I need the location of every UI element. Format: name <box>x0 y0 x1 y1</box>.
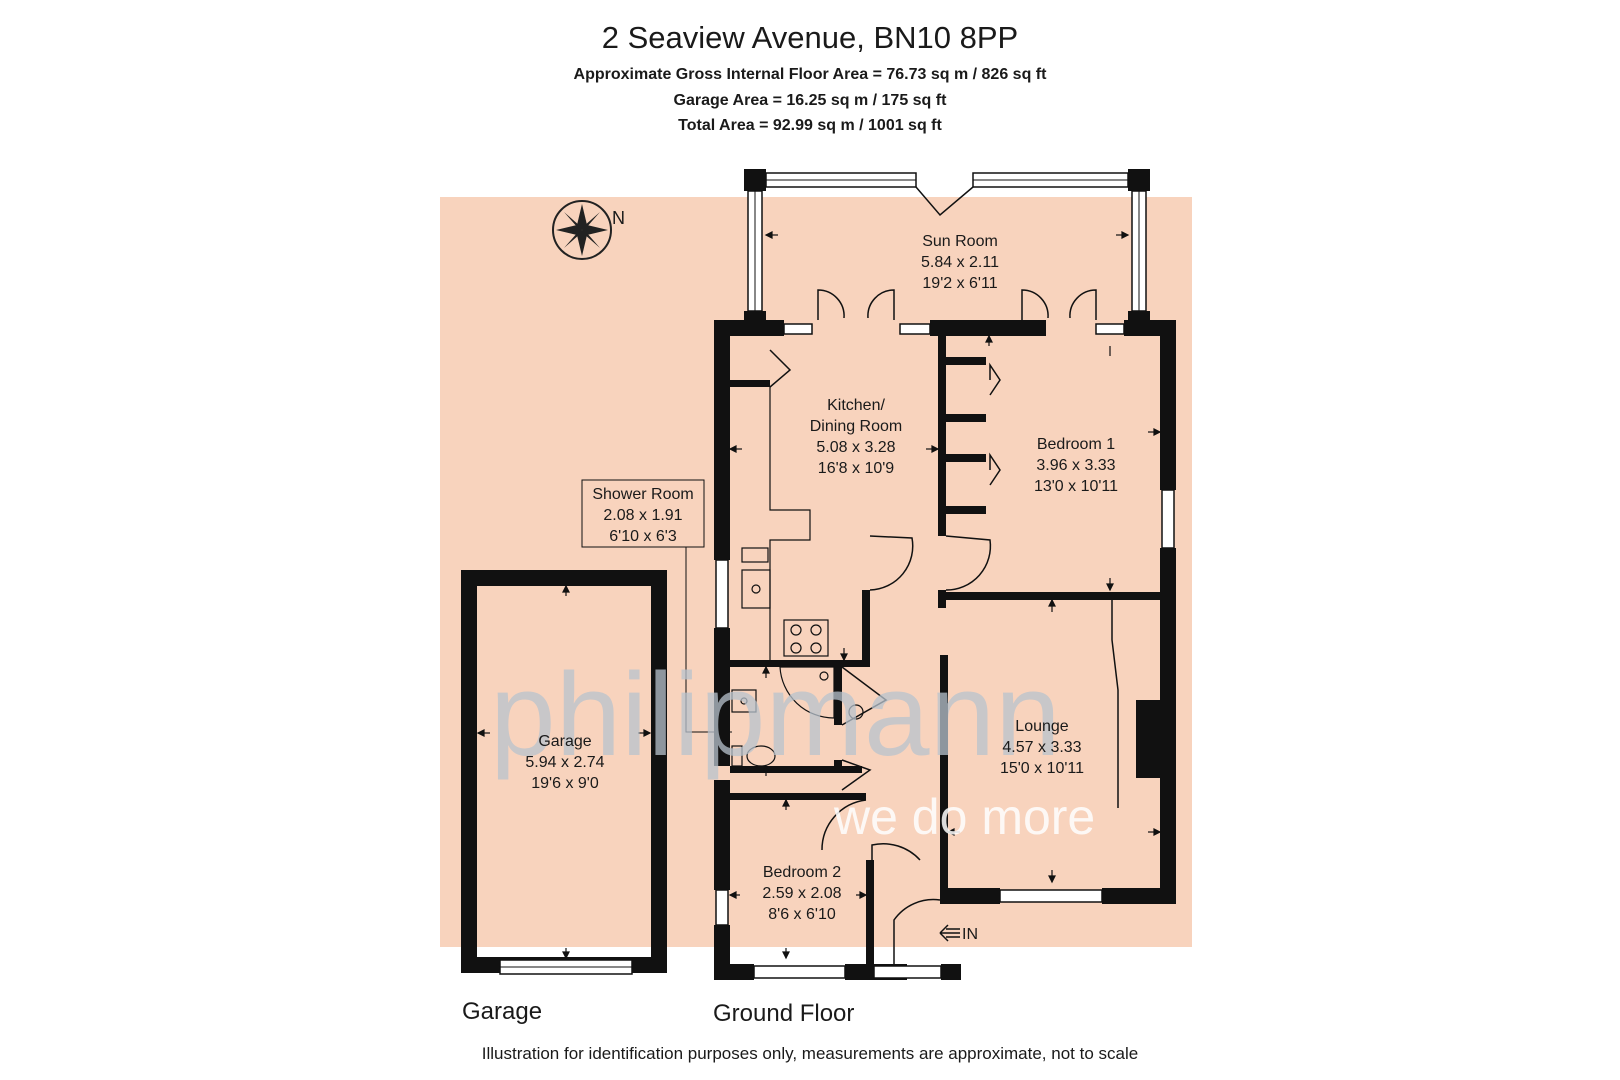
garage-caption: Garage <box>462 998 543 1025</box>
watermark-tagline: we do more <box>833 789 1095 845</box>
kitchen-name-line2: Dining Room <box>810 418 902 435</box>
sun-room-door-swing <box>915 186 974 217</box>
garage-metric: 5.94 x 2.74 <box>525 754 604 771</box>
address-title: 2 Seaview Avenue, BN10 8PP <box>601 20 1019 55</box>
shower-room-metric: 2.08 x 1.91 <box>603 507 682 524</box>
shower-room-imperial: 6'10 x 6'3 <box>609 528 677 545</box>
bedroom2-imperial: 8'6 x 6'10 <box>768 906 836 923</box>
compass-north-label: N <box>612 208 625 228</box>
bedroom1-name: Bedroom 1 <box>1037 436 1115 453</box>
watermark-brand: philipmann <box>490 649 1061 781</box>
garage-imperial: 19'6 x 9'0 <box>531 775 599 792</box>
kitchen-imperial: 16'8 x 10'9 <box>818 460 894 477</box>
entrance-label: IN <box>962 926 978 943</box>
bathroom-fittings <box>731 666 864 767</box>
lounge-imperial: 15'0 x 10'11 <box>1000 760 1084 777</box>
room-label-kitchen: Kitchen/ Dining Room 5.08 x 3.28 16'8 x … <box>810 397 902 477</box>
room-label-sun-room: Sun Room 5.84 x 2.11 19'2 x 6'11 <box>921 233 999 292</box>
kitchen-name-line1: Kitchen/ <box>827 397 885 414</box>
sun-room-metric: 5.84 x 2.11 <box>921 254 999 271</box>
ground-floor-caption: Ground Floor <box>713 1000 855 1027</box>
bedroom2-name: Bedroom 2 <box>763 864 841 881</box>
room-label-bedroom1: Bedroom 1 3.96 x 3.33 13'0 x 10'11 <box>1034 436 1118 495</box>
room-label-bedroom2: Bedroom 2 2.59 x 2.08 8'6 x 6'10 <box>762 864 841 923</box>
sun-room-walls <box>744 169 1150 321</box>
shower-room-name: Shower Room <box>592 486 693 503</box>
bedroom2-metric: 2.59 x 2.08 <box>762 885 841 902</box>
bedroom1-metric: 3.96 x 3.33 <box>1036 457 1115 474</box>
total-area-text: Total Area = 92.99 sq m / 1001 sq ft <box>678 117 942 134</box>
shower-room-label-box <box>581 479 705 548</box>
room-label-shower: Shower Room 2.08 x 1.91 6'10 x 6'3 <box>592 486 693 545</box>
kitchen-fittings <box>741 387 829 660</box>
dimension-markers <box>476 231 1162 960</box>
room-label-lounge: Lounge 4.57 x 3.33 15'0 x 10'11 <box>1000 718 1084 777</box>
disclaimer-footer: Illustration for identification purposes… <box>481 1044 1139 1063</box>
windows <box>715 323 1175 979</box>
bedroom1-imperial: 13'0 x 10'11 <box>1034 478 1118 495</box>
door-swings <box>769 289 1119 964</box>
entrance-arrow-icon <box>939 924 960 942</box>
shower-room-leader-line <box>685 547 732 733</box>
garage-area-text: Garage Area = 16.25 sq m / 175 sq ft <box>673 92 947 109</box>
lounge-metric: 4.57 x 3.33 <box>1002 739 1081 756</box>
lounge-name: Lounge <box>1015 718 1068 735</box>
garage-name: Garage <box>538 733 591 750</box>
sun-room-name: Sun Room <box>922 233 998 250</box>
room-label-garage: Garage 5.94 x 2.74 19'6 x 9'0 <box>525 733 604 792</box>
compass-icon <box>552 200 612 260</box>
sun-room-imperial: 19'2 x 6'11 <box>922 275 997 292</box>
gross-area-text: Approximate Gross Internal Floor Area = … <box>573 66 1047 83</box>
kitchen-metric: 5.08 x 3.28 <box>816 439 895 456</box>
